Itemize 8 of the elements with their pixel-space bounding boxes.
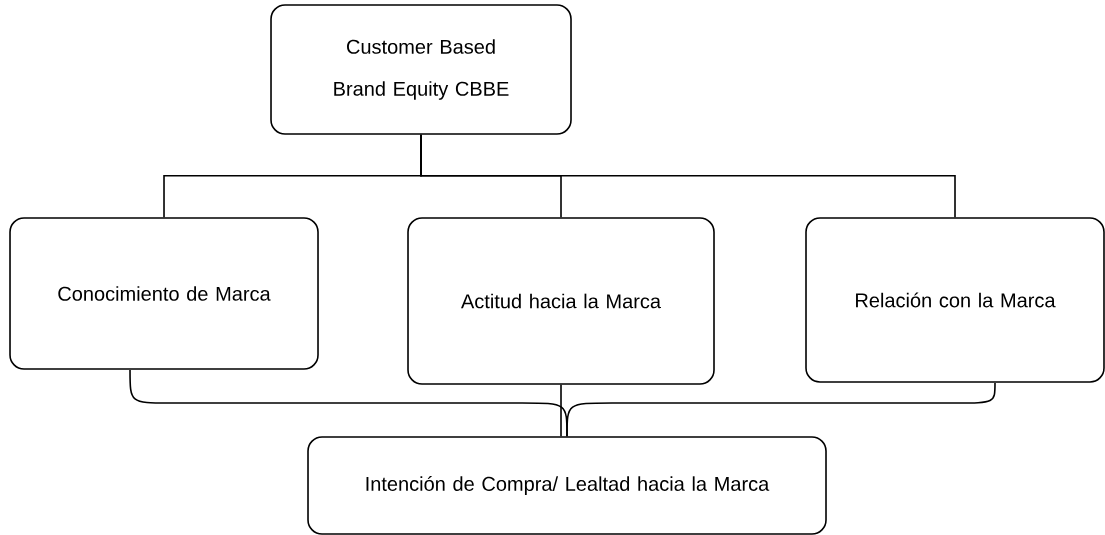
process-box: Intención de Compra/ Lealtad hacia la Marca [307,436,827,535]
connector-line [420,134,956,218]
process-box: Actitud hacia la Marca [407,217,715,385]
process-box: Conocimiento de Marca [9,217,319,370]
process-box: Customer Based Brand Equity CBBE [270,4,572,135]
process-box: Relación con la Marca [805,217,1105,383]
connector-line [566,382,996,437]
connector-line [560,384,562,437]
